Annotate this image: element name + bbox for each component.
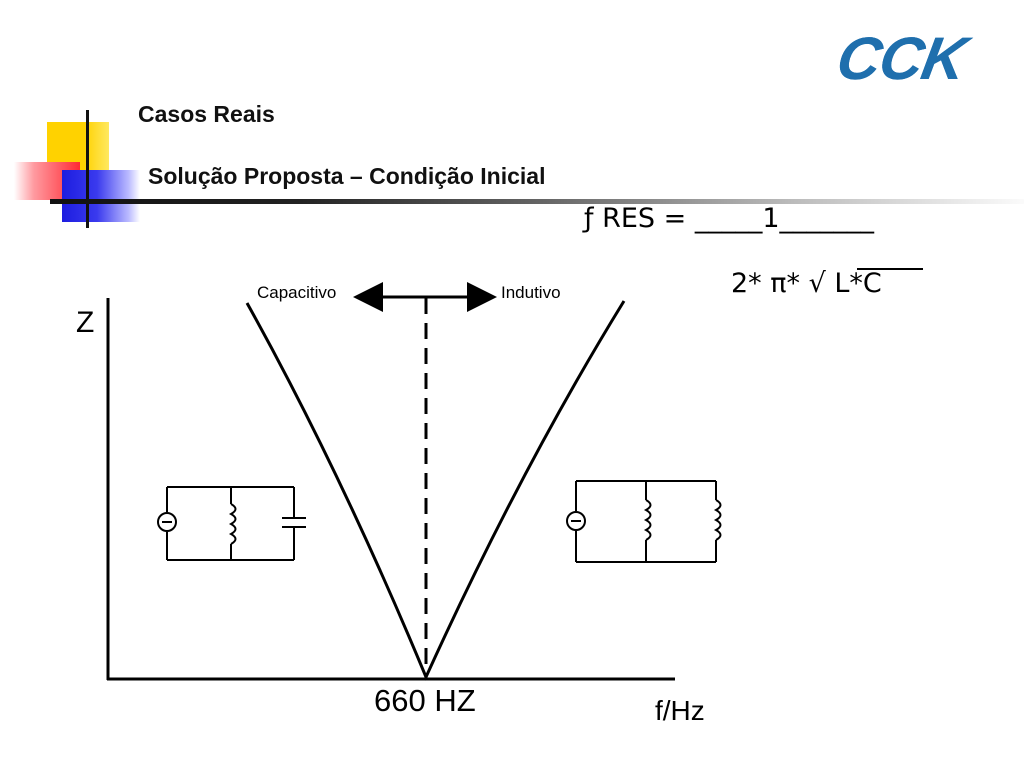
- source-icon: [157, 512, 177, 532]
- left-circuit: [157, 486, 306, 561]
- inductor-icon: [228, 503, 237, 545]
- right-circuit: [566, 480, 722, 563]
- capacitive-label: Capacitivo: [257, 283, 336, 302]
- decor-vertical-line: [86, 110, 89, 228]
- capacitor-icon: [282, 517, 306, 528]
- decor-blue-block: [62, 170, 140, 222]
- formula-numerator: ƒ RES = _____1_______: [584, 203, 875, 234]
- slide-title: Casos Reais: [138, 101, 275, 127]
- slide-subtitle: Solução Proposta – Condição Inicial: [148, 163, 546, 189]
- formula-denominator: 2* π* √ L*C: [731, 268, 882, 299]
- inductive-label: Indutivo: [501, 283, 561, 302]
- x-axis-label: f/Hz: [655, 695, 705, 726]
- inductor-icon: [643, 499, 652, 541]
- resonance-frequency-label: 660 HZ: [374, 683, 476, 718]
- inductor-icon: [713, 499, 722, 541]
- impedance-curve: [245, 300, 626, 681]
- title-underline: [50, 199, 1024, 204]
- sqrt-overline: [857, 268, 923, 270]
- source-icon: [566, 511, 586, 531]
- y-axis-label: Z: [76, 306, 94, 339]
